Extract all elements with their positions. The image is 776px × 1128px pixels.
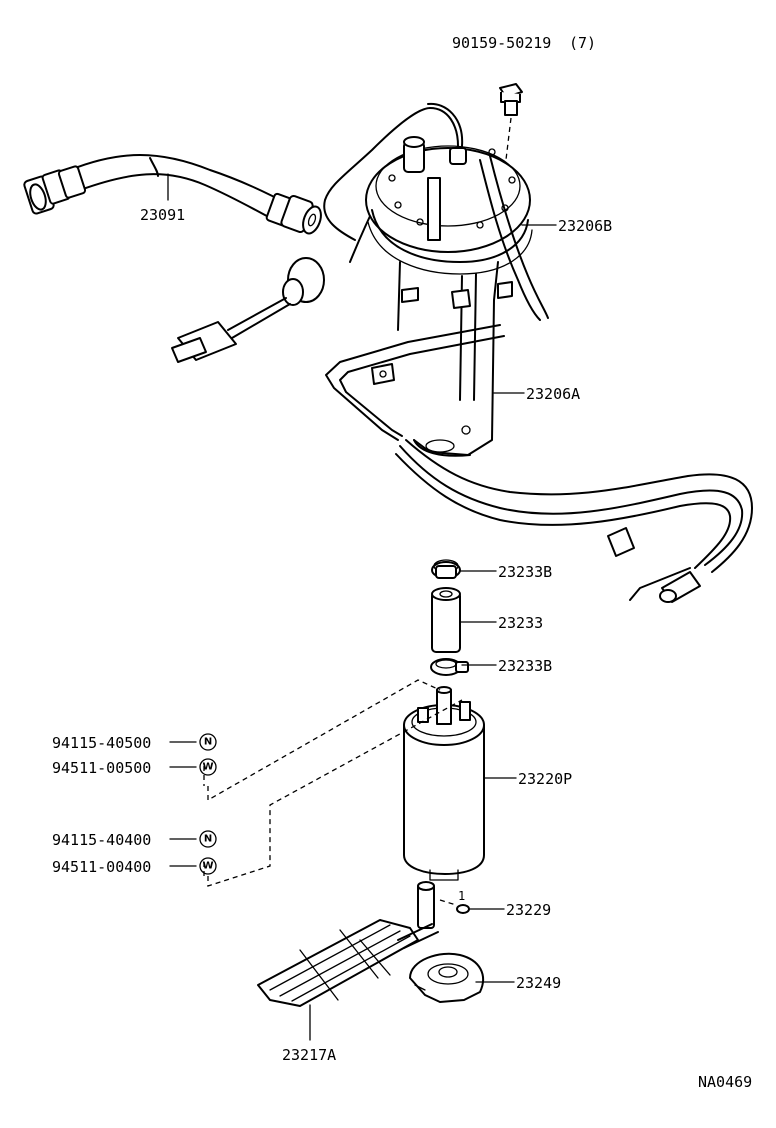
label-filter: 23217A [282,1046,336,1064]
label-nut-a: 94115-40500 [52,734,151,752]
filter-drawing [257,881,439,1007]
leader-lines [167,173,557,1041]
pump-hose-drawing [431,587,461,653]
label-washer-b: 94511-00400 [52,858,151,876]
bolt-drawing [499,83,523,169]
svg-text:W: W [202,861,213,872]
label-pump-hose: 23233 [498,614,543,632]
nut-symbol-b: N [199,830,217,848]
washer-symbol-b: W [199,857,217,875]
label-nut-b: 94115-40400 [52,831,151,849]
nut-symbol-a: N [199,733,217,751]
fuel-hose-drawing [23,154,322,235]
label-hose: 23091 [140,206,185,224]
clamp-top-drawing [431,559,461,579]
svg-text:N: N [204,834,212,845]
label-gasket: 23206B [558,217,612,235]
label-bracket: 23206A [526,385,580,403]
fuel-pump-drawing [403,686,485,881]
label-retainer: 23229 [506,901,551,919]
drawing-code: NA0469 [698,1073,752,1091]
svg-text:W: W [202,762,213,773]
label-bolt: 90159-50219 [452,34,551,52]
retainer-drawing [439,899,470,914]
washer-symbol-a: W [199,758,217,776]
clamp-bottom-drawing [430,658,469,676]
svg-text:N: N [204,737,212,748]
label-clamp-top: 23233B [498,563,552,581]
label-washer-a: 94511-00500 [52,759,151,777]
label-pump: 23220P [518,770,572,788]
label-clamp-bottom: 23233B [498,657,552,675]
label-retainer-qty: 1 [458,889,465,903]
label-cushion: 23249 [516,974,561,992]
cushion-drawing [409,952,485,1003]
label-bolt-qty: (7) [569,34,596,52]
pump-bracket-drawing [323,102,753,603]
